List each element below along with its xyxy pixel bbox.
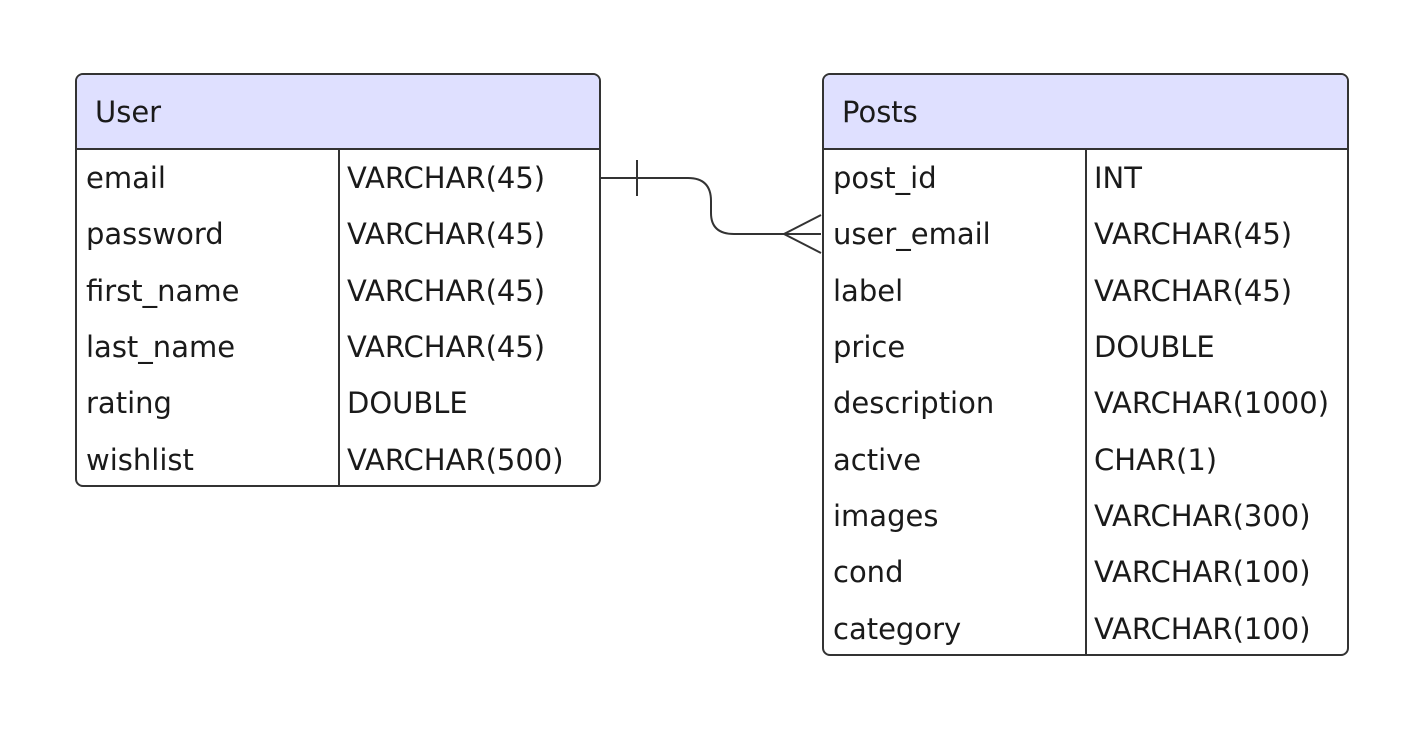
attribute-row: description VARCHAR(1000)	[824, 375, 1347, 431]
entity-title: User	[77, 75, 599, 150]
attribute-row: wishlist VARCHAR(500)	[77, 431, 599, 485]
entity-posts[interactable]: Posts post_id INT user_email VARCHAR(45)…	[822, 73, 1349, 656]
attribute-type: DOUBLE	[347, 386, 468, 421]
many-cardinality-marker-lower	[783, 233, 822, 254]
attribute-name: post_id	[833, 161, 937, 196]
attribute-name: cond	[833, 555, 904, 590]
attribute-name: wishlist	[86, 442, 194, 477]
attribute-row: post_id INT	[824, 150, 1347, 206]
attribute-name: first_name	[86, 273, 240, 308]
attribute-name: active	[833, 442, 922, 477]
attribute-name: email	[86, 161, 166, 196]
attribute-name: last_name	[86, 330, 236, 365]
attribute-name: price	[833, 330, 906, 365]
attribute-row: rating DOUBLE	[77, 375, 599, 431]
attribute-row: active CHAR(1)	[824, 431, 1347, 487]
attribute-type: VARCHAR(45)	[347, 330, 546, 365]
attribute-row: first_name VARCHAR(45)	[77, 263, 599, 319]
attribute-row: category VARCHAR(100)	[824, 600, 1347, 654]
column-divider	[338, 150, 340, 485]
attribute-type: VARCHAR(45)	[347, 161, 546, 196]
attribute-list: post_id INT user_email VARCHAR(45) label…	[824, 150, 1347, 654]
attribute-name: password	[86, 217, 224, 252]
attribute-row: price DOUBLE	[824, 319, 1347, 375]
attribute-row: email VARCHAR(45)	[77, 150, 599, 206]
many-cardinality-marker-upper	[783, 214, 822, 235]
attribute-type: VARCHAR(100)	[1094, 611, 1311, 646]
attribute-name: rating	[86, 386, 172, 421]
attribute-name: description	[833, 386, 995, 421]
attribute-name: user_email	[833, 217, 991, 252]
column-divider	[1085, 150, 1087, 654]
attribute-row: password VARCHAR(45)	[77, 206, 599, 262]
attribute-name: images	[833, 498, 939, 533]
attribute-type: VARCHAR(45)	[347, 217, 546, 252]
attribute-name: label	[833, 273, 904, 308]
entity-title: Posts	[824, 75, 1347, 150]
entity-user[interactable]: User email VARCHAR(45) password VARCHAR(…	[75, 73, 601, 487]
attribute-type: VARCHAR(45)	[347, 273, 546, 308]
attribute-row: user_email VARCHAR(45)	[824, 206, 1347, 262]
attribute-type: VARCHAR(1000)	[1094, 386, 1330, 421]
relationship-line[interactable]	[601, 177, 821, 235]
attribute-type: VARCHAR(100)	[1094, 555, 1311, 590]
attribute-row: last_name VARCHAR(45)	[77, 319, 599, 375]
attribute-row: cond VARCHAR(100)	[824, 544, 1347, 600]
attribute-type: CHAR(1)	[1094, 442, 1218, 477]
attribute-type: VARCHAR(45)	[1094, 273, 1293, 308]
attribute-row: label VARCHAR(45)	[824, 263, 1347, 319]
attribute-list: email VARCHAR(45) password VARCHAR(45) f…	[77, 150, 599, 485]
attribute-type: VARCHAR(300)	[1094, 498, 1311, 533]
attribute-type: DOUBLE	[1094, 330, 1215, 365]
attribute-row: images VARCHAR(300)	[824, 488, 1347, 544]
attribute-type: VARCHAR(45)	[1094, 217, 1293, 252]
attribute-type: INT	[1094, 161, 1142, 196]
attribute-type: VARCHAR(500)	[347, 442, 564, 477]
attribute-name: category	[833, 611, 962, 646]
